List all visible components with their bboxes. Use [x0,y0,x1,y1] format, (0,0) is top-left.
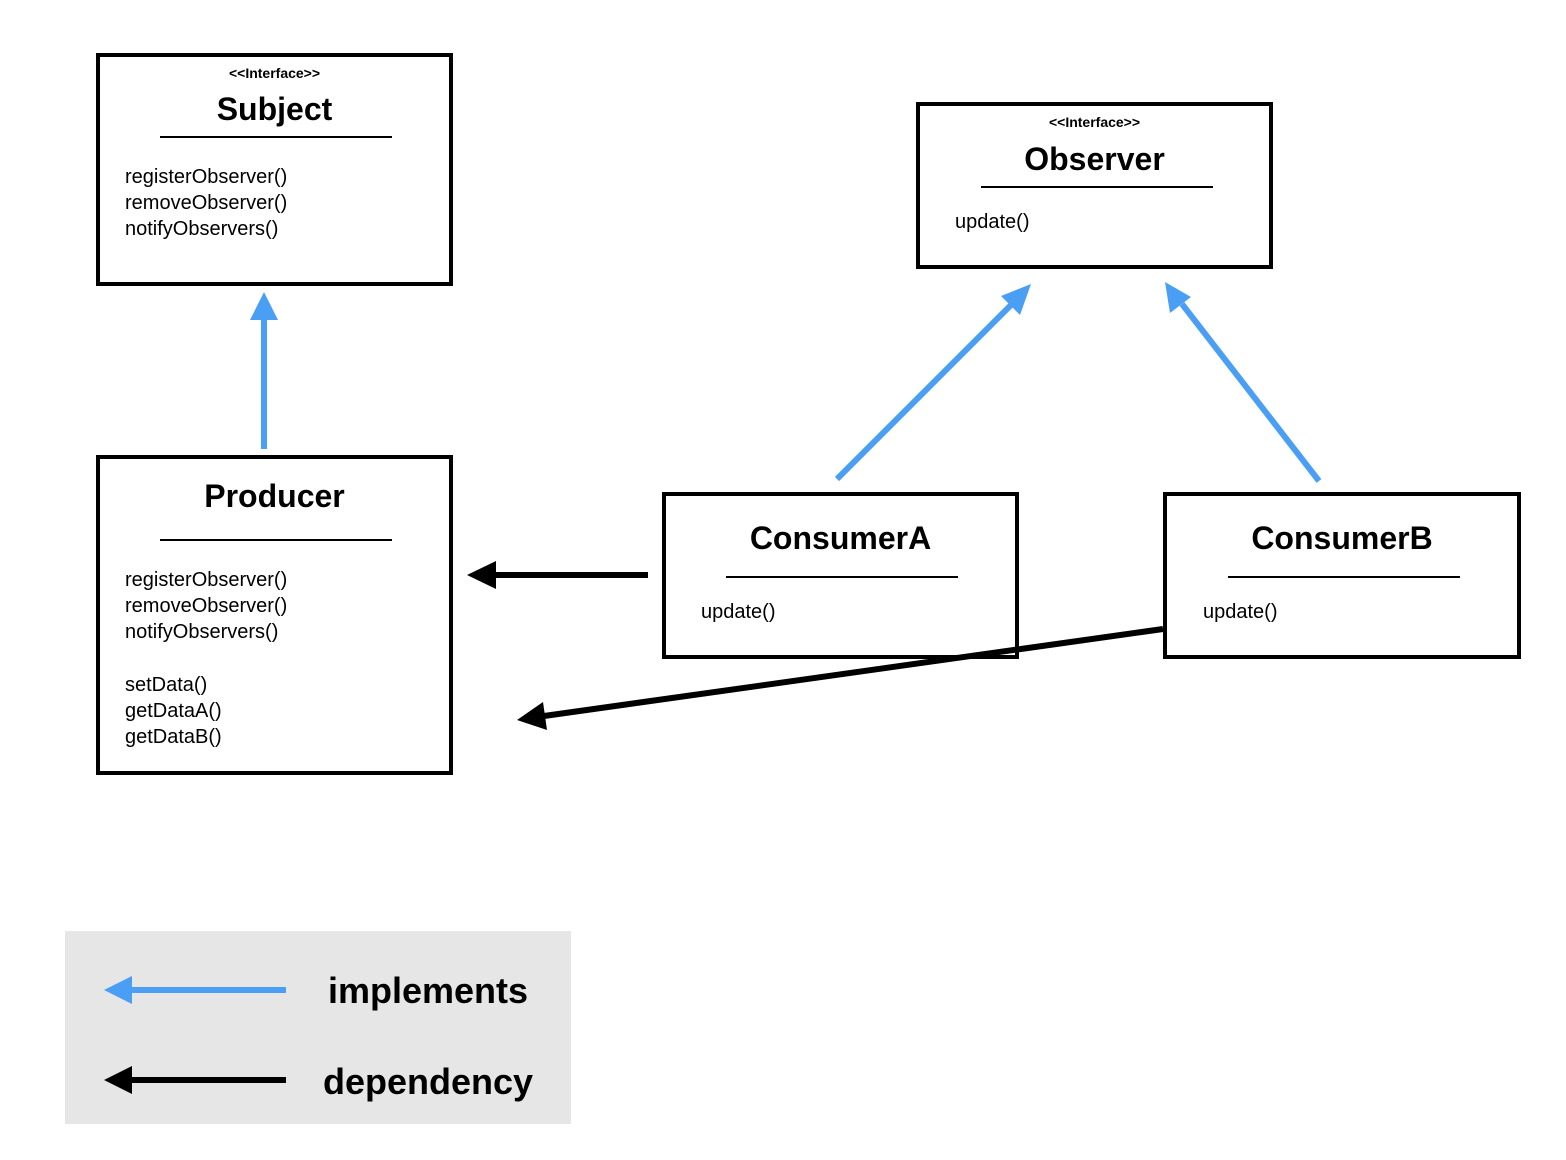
producer-class-box: Producer registerObserver() removeObserv… [96,455,453,775]
subject-interface-box: <<Interface>> Subject registerObserver()… [96,53,453,286]
consumerB-divider [1228,576,1460,578]
consumerA-title: ConsumerA [749,520,932,556]
legend-arrows [104,976,286,1094]
producer-methods: registerObserver() removeObserver() noti… [125,567,287,750]
arrow-consumerA-implements-observer [834,284,1031,482]
producer-method: registerObserver() [125,569,288,591]
consumerB-method: update() [1203,601,1278,623]
observer-divider [981,186,1213,188]
subject-title: Subject [216,91,333,127]
arrow-consumerB-depends-producer [517,626,1164,730]
arrow-producer-implements-subject [250,292,278,449]
producer-method: removeObserver() [125,595,288,617]
producer-method: setData() [125,674,208,696]
producer-title: Producer [204,478,345,514]
legend-implements-arrow [104,976,286,1004]
subject-methods: registerObserver() removeObserver() noti… [125,164,287,242]
subject-method: notifyObservers() [125,218,279,240]
consumerB-class-box: ConsumerB update() [1163,492,1521,659]
producer-divider [160,539,392,541]
observer-methods: update() [955,209,1030,235]
subject-divider [160,136,392,138]
producer-method: getDataA() [125,700,222,722]
subject-stereotype: <<Interface>> [228,65,321,81]
observer-method: update() [955,211,1030,233]
observer-stereotype: <<Interface>> [1048,114,1141,130]
producer-method: notifyObservers() [125,621,279,643]
arrow-consumerA-depends-producer [467,561,648,589]
legend: implements dependency [65,931,571,1124]
consumerB-title: ConsumerB [1251,520,1433,556]
arrow-consumerB-implements-observer [1165,282,1322,483]
observer-title: Observer [1024,141,1165,177]
consumerA-methods: update() [701,599,776,625]
consumerB-methods: update() [1203,599,1278,625]
legend-implements-label: implements [328,970,529,1011]
consumerA-method: update() [701,601,776,623]
producer-method: getDataB() [125,726,222,748]
legend-dependency-arrow [104,1066,286,1094]
consumerA-class-box: ConsumerA update() [662,492,1019,659]
subject-method: registerObserver() [125,166,288,188]
observer-interface-box: <<Interface>> Observer update() [916,102,1273,269]
subject-method: removeObserver() [125,192,288,214]
legend-dependency-label: dependency [323,1061,534,1102]
consumerA-divider [726,576,958,578]
